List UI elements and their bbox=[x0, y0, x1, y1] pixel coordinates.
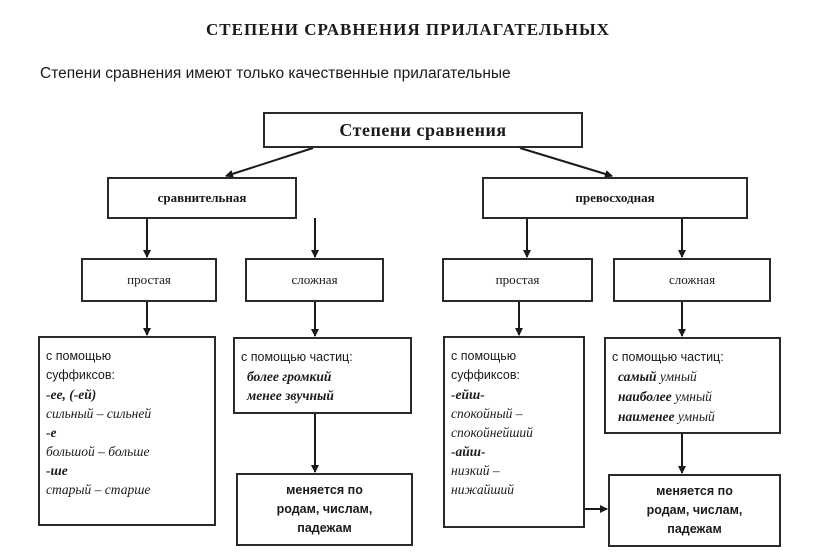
result-text: падежам bbox=[297, 521, 352, 535]
superlative-simple-detail: с помощью суффиксов: -ейш- спокойный – с… bbox=[443, 336, 585, 528]
superlative-simple-node: простая bbox=[442, 258, 593, 302]
result-text: падежам bbox=[667, 522, 722, 536]
adjective: умный bbox=[674, 409, 715, 424]
comparative-simple-node: простая bbox=[81, 258, 217, 302]
detail-text: с помощью bbox=[46, 349, 112, 363]
detail-text: с помощью частиц: bbox=[612, 350, 724, 364]
suffix: -ейш- bbox=[451, 387, 485, 402]
comparative-compound-detail: с помощью частиц: более громкий менее зв… bbox=[233, 337, 412, 414]
result-text: родам, числам, bbox=[646, 503, 743, 517]
detail-text: с помощью bbox=[451, 349, 517, 363]
example: наименее умный bbox=[612, 407, 779, 427]
suffix: -айш- bbox=[451, 444, 486, 459]
comparative-compound-result: меняется по родам, числам, падежам bbox=[236, 473, 413, 546]
example: нижайший bbox=[451, 482, 515, 497]
comparative-compound-node: сложная bbox=[245, 258, 384, 302]
suffix: -е bbox=[46, 425, 57, 440]
example: низкий – bbox=[451, 463, 500, 478]
result-text: меняется по bbox=[286, 483, 363, 497]
superlative-compound-detail: с помощью частиц: самый умный наиболее у… bbox=[604, 337, 781, 434]
detail-text: с помощью частиц: bbox=[241, 350, 353, 364]
detail-text: суффиксов: bbox=[46, 368, 115, 382]
suffix: -ее, (-ей) bbox=[46, 387, 97, 402]
detail-text: суффиксов: bbox=[451, 368, 520, 382]
superlative-node: превосходная bbox=[482, 177, 748, 219]
root-node: Степени сравнения bbox=[263, 112, 583, 148]
page-subtitle: Степени сравнения имеют только качествен… bbox=[40, 65, 511, 82]
example: сильный – сильней bbox=[46, 406, 152, 421]
result-text: меняется по bbox=[656, 484, 733, 498]
adjective: умный bbox=[656, 369, 697, 384]
example: старый – старше bbox=[46, 482, 151, 497]
example: наиболее умный bbox=[612, 387, 779, 407]
superlative-compound-result: меняется по родам, числам, падежам bbox=[608, 474, 781, 547]
particle: наименее bbox=[618, 409, 675, 424]
example: самый умный bbox=[612, 367, 779, 387]
example: спокойный – bbox=[451, 406, 523, 421]
particle: наиболее bbox=[618, 389, 672, 404]
adjective: умный bbox=[671, 389, 712, 404]
comparative-node: сравнительная bbox=[107, 177, 297, 219]
result-text: родам, числам, bbox=[276, 502, 373, 516]
arrow-root-to-comparative bbox=[225, 147, 314, 178]
example: менее звучный bbox=[247, 388, 334, 403]
superlative-compound-node: сложная bbox=[613, 258, 771, 302]
suffix: -ше bbox=[46, 463, 68, 478]
particle: самый bbox=[618, 369, 657, 384]
example: большой – больше bbox=[46, 444, 150, 459]
example: спокойнейший bbox=[451, 425, 533, 440]
example: более громкий bbox=[247, 369, 332, 384]
page-title: СТЕПЕНИ СРАВНЕНИЯ ПРИЛАГАТЕЛЬНЫХ bbox=[206, 20, 610, 39]
arrow-root-to-superlative bbox=[519, 147, 613, 178]
comparative-simple-detail: с помощью суффиксов: -ее, (-ей) сильный … bbox=[38, 336, 216, 526]
